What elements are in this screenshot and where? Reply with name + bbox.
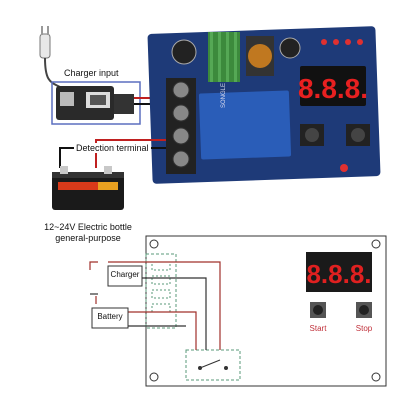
battery-icon bbox=[52, 166, 124, 210]
mount-hole-icon bbox=[149, 239, 159, 249]
start-button[interactable] bbox=[310, 302, 326, 318]
schematic-battery-box bbox=[91, 307, 129, 329]
battery-label: Battery bbox=[97, 312, 123, 321]
mount-hole-icon bbox=[149, 372, 159, 382]
stop-label: Stop bbox=[355, 324, 373, 333]
mount-hole-icon bbox=[371, 372, 381, 382]
battery-caption-line2: general-purpose bbox=[55, 233, 121, 243]
top-led-display bbox=[300, 66, 366, 106]
schematic-led-display bbox=[306, 252, 372, 292]
charger-label: Charger bbox=[110, 270, 140, 279]
control-board: SONGLE bbox=[147, 26, 381, 184]
top-display-digits: 8.8.8. bbox=[298, 73, 368, 104]
schematic-display-digits: 8.8.8. bbox=[306, 259, 371, 289]
top-illustration: SONGLE 8.8.8. bbox=[39, 26, 381, 210]
schematic-relay bbox=[185, 349, 241, 381]
stop-button[interactable] bbox=[356, 302, 372, 318]
schematic-charger-box bbox=[107, 265, 143, 287]
battery-caption-line1: 12~24V Electric bottle bbox=[44, 222, 132, 232]
detection-terminal-label: Detection terminal bbox=[74, 143, 151, 153]
relay-brand: SONGLE bbox=[221, 83, 227, 108]
start-label: Start bbox=[309, 324, 327, 333]
power-plug-icon bbox=[39, 26, 63, 89]
charger-input-label: Charger input bbox=[64, 68, 119, 78]
schematic-terminal-block bbox=[145, 253, 177, 329]
charger-icon bbox=[51, 81, 141, 125]
mount-hole-icon bbox=[371, 239, 381, 249]
